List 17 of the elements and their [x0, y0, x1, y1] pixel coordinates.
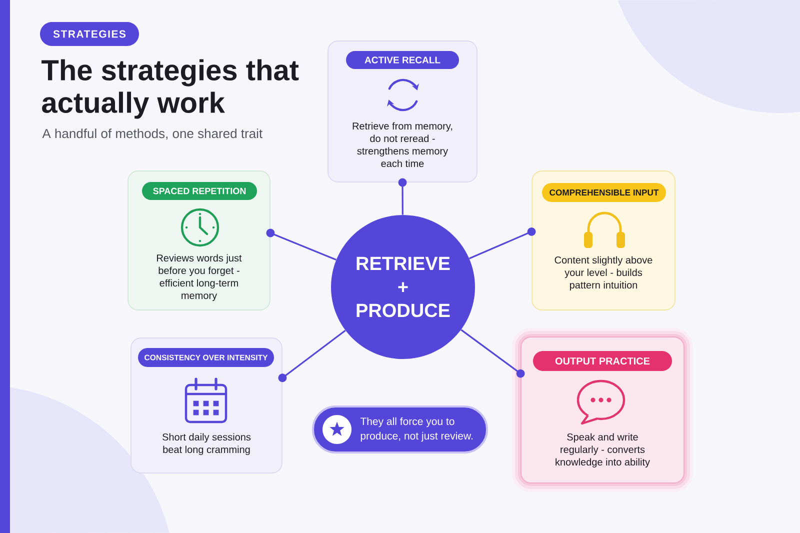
connector-line — [278, 330, 346, 382]
category-badge: STRATEGIES — [40, 22, 139, 46]
heading-pill: OUTPUT PRACTICE — [533, 351, 672, 371]
title: The strategies that actually work — [42, 59, 299, 119]
subtitle: A handful of methods, one shared trait — [42, 128, 262, 140]
heading-pill: SPACED REPETITION — [142, 182, 257, 200]
connector-line — [469, 227, 536, 260]
heading-pill: ACTIVE RECALL — [346, 51, 459, 69]
card-text: Speak and write regularly - converts knowledge into ability — [556, 433, 650, 468]
card-text: Short daily sessions beat long cramming — [162, 433, 251, 456]
heading-pill: COMPREHENSIBLE INPUT — [542, 183, 666, 202]
card-text: Content slightly above your level - builds pattern intuition — [554, 256, 652, 291]
card-text: Retrieve from memory, do not reread - strengthens memory each time — [352, 122, 452, 168]
connector-line — [266, 228, 336, 260]
card-text: Reviews words just before you forget - efficient long-term memory — [157, 254, 242, 302]
connector-line — [398, 178, 407, 215]
connector-line — [460, 329, 525, 378]
